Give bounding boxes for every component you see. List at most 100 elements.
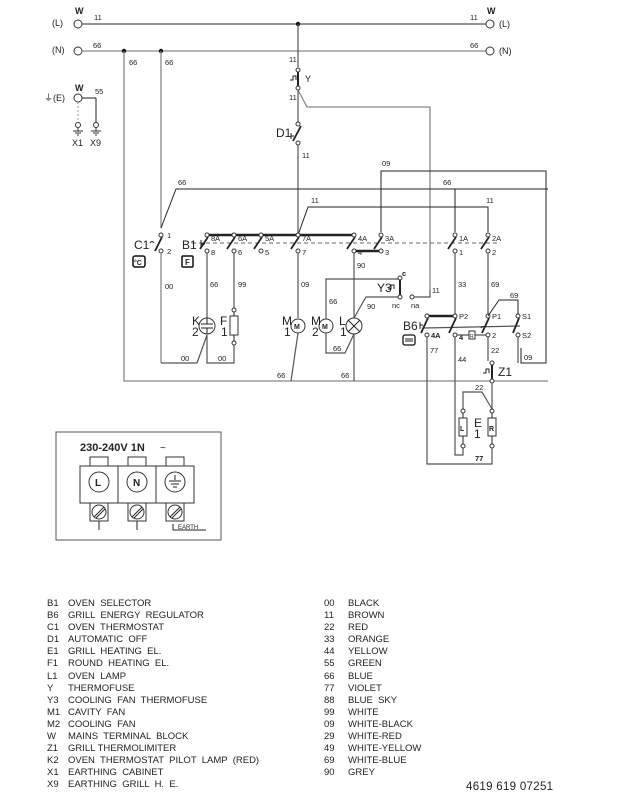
legend-row: 09 WHITE-BLACK xyxy=(324,719,421,731)
wire-code: 90 xyxy=(357,261,365,270)
m1-label: M xyxy=(282,314,292,328)
b6-grill-energy-regulator: B6 P2 P1 S1 69 4A 4 R 2 S2 xyxy=(402,291,531,346)
legend-code: 22 xyxy=(324,622,335,634)
legend-name: GREEN xyxy=(348,658,382,670)
contact-label: 8 xyxy=(211,248,215,257)
l1-num: 1 xyxy=(340,325,347,339)
terminal-icon xyxy=(126,471,148,493)
legend-name: RED xyxy=(348,622,369,634)
legend-row: X1 EARTHING CABINET xyxy=(47,767,259,779)
selector-icon xyxy=(181,255,194,268)
wire-44 xyxy=(454,337,464,456)
fan-glyph: F xyxy=(185,258,190,267)
legend-name: WHITE-BLACK xyxy=(348,718,413,730)
contact-label: P2 xyxy=(459,312,468,321)
legend-name: AUTOMATIC OFF xyxy=(68,634,148,646)
wire-code: 66 xyxy=(341,371,349,380)
contact-label: 5 xyxy=(265,248,269,257)
legend-name: YELLOW xyxy=(348,646,388,658)
legend-name: WHITE-BLUE xyxy=(348,755,407,767)
legend-code: X1 xyxy=(47,767,59,779)
terminal-l-left-label: (L) xyxy=(52,18,63,28)
ground-icon xyxy=(73,128,101,136)
legend-code: B6 xyxy=(47,610,59,622)
legend-name: OVEN THERMOSTAT xyxy=(68,622,165,634)
supply-voltage: 230-240V 1N xyxy=(80,442,145,454)
wire-code: 77 xyxy=(475,454,483,463)
selector-contact: 4A4 xyxy=(346,232,367,257)
legend-code: 77 xyxy=(324,682,335,694)
legend-code: 90 xyxy=(324,767,335,779)
legend-name: GRILL ENERGY REGULATOR xyxy=(68,610,204,622)
grill-icon xyxy=(402,334,416,346)
legend-name: CAVITY FAN xyxy=(68,706,126,718)
legend-name: COOLING FAN THERMOFUSE xyxy=(68,694,208,706)
contact-label: 7A xyxy=(302,234,311,243)
wire-code: 00 xyxy=(181,354,189,363)
legend-row: B6 GRILL ENERGY REGULATOR xyxy=(47,610,259,622)
legend-name: ROUND HEATING EL. xyxy=(68,658,170,670)
legend-name: GRILL THERMOLIMITER xyxy=(68,743,177,755)
legend-name: WHITE xyxy=(348,706,379,718)
resistor-icon xyxy=(229,315,239,336)
thermal-icon xyxy=(388,284,395,290)
wire-code: 09 xyxy=(382,159,390,168)
legend-name: GREY xyxy=(348,767,375,779)
legend-name: OVEN THERMOSTAT PILOT LAMP (RED) xyxy=(68,755,260,767)
legend-code: 09 xyxy=(324,718,335,730)
mains-lines: (L) W 11 11 W (L) (N) 66 66 (N) 66 66 xyxy=(52,6,512,67)
contact-label: 4A xyxy=(358,234,367,243)
c1-label: C1 xyxy=(134,238,150,252)
wire-code: 66 xyxy=(277,371,285,380)
legend-name: OVEN LAMP xyxy=(68,670,127,682)
legend-row: 90 GREY xyxy=(324,767,421,779)
selector-contact: 3A3 xyxy=(373,232,394,257)
wire-code: 66 xyxy=(165,58,173,67)
wire-code: 66 xyxy=(329,297,337,306)
legend-row: 77 VIOLET xyxy=(324,683,421,695)
wire-code: 69 xyxy=(510,291,518,300)
wire-code: 77 xyxy=(430,346,438,355)
contact-label: 3 xyxy=(385,248,389,257)
earth-x1-node xyxy=(75,122,81,128)
selector-contact: 2A2 xyxy=(480,232,501,257)
legend-code: 49 xyxy=(324,743,335,755)
legend-name: VIOLET xyxy=(348,682,382,694)
wire-code: 00 xyxy=(165,282,173,291)
wire-code: 09 xyxy=(524,353,532,362)
wire-code: 11 xyxy=(289,93,297,102)
neutral-return-outer xyxy=(123,51,548,382)
b1-oven-selector: 11 11 B1 F xyxy=(181,196,500,268)
f1-round-heating-element: F 1 xyxy=(220,307,239,346)
legend-name: EARTHING CABINET xyxy=(68,767,164,779)
selector-contact: 5A5 xyxy=(253,232,274,257)
c1-wire-66 xyxy=(160,188,548,229)
contact-label: S2 xyxy=(522,331,531,340)
m2-num: 2 xyxy=(312,325,319,339)
thermostat-icon xyxy=(132,255,146,268)
wire-code: 11 xyxy=(432,286,440,295)
b1-label: B1 xyxy=(182,238,197,252)
svg-text:N: N xyxy=(133,478,140,489)
r-glyph: R xyxy=(470,334,474,340)
selector-contact: 6A6 xyxy=(226,232,247,257)
